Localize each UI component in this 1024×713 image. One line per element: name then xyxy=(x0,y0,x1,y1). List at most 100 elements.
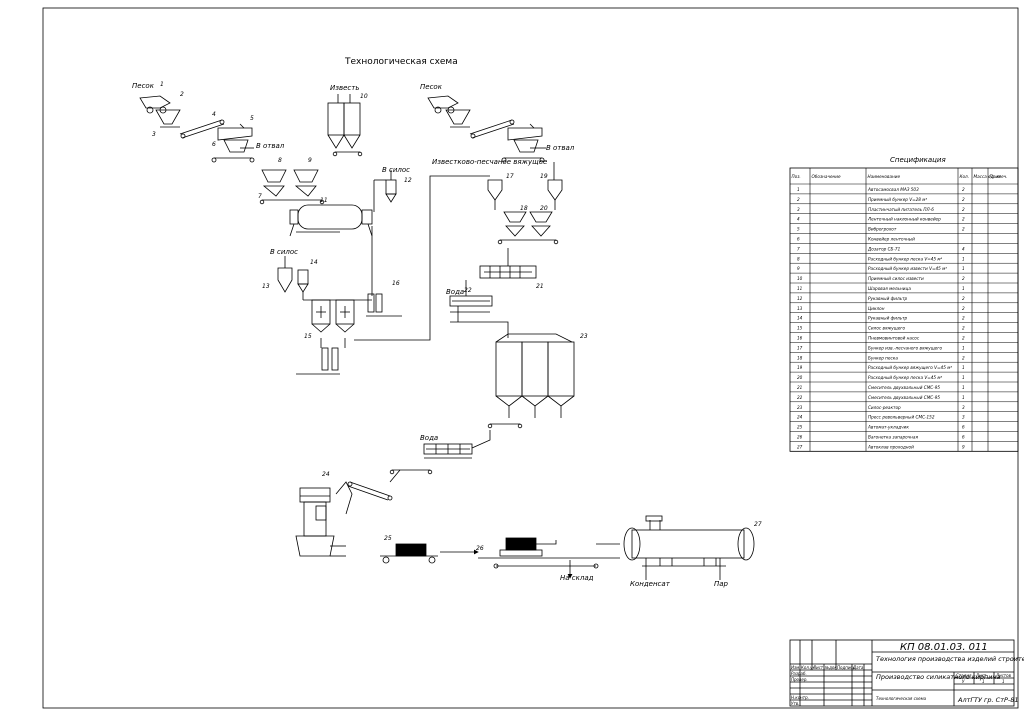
spec-cell-name: Бункер песка xyxy=(868,355,898,360)
spec-header: Примеч. xyxy=(990,174,1008,179)
spec-cell-pos: 22 xyxy=(797,395,803,400)
vibroscreen-left xyxy=(217,127,253,141)
svg-text:В отвал: В отвал xyxy=(546,144,575,152)
process-lines xyxy=(139,94,755,580)
spec-cell-pos: 20 xyxy=(797,375,803,380)
spec-cell-qty: 4 xyxy=(962,246,965,251)
sand-bunker-19 xyxy=(547,179,563,201)
spec-cell-name: Виброгрохот xyxy=(868,227,897,232)
svg-text:АлтГТУ гр. СтР-81: АлтГТУ гр. СтР-81 xyxy=(957,696,1019,704)
svg-text:22: 22 xyxy=(464,287,472,294)
spec-cell-name: Приемный бункер V=28 м³ xyxy=(868,197,927,202)
svg-text:20: 20 xyxy=(540,205,548,212)
svg-text:10: 10 xyxy=(360,93,368,100)
svg-text:15: 15 xyxy=(304,333,312,340)
ball-mill xyxy=(289,204,373,237)
spec-cell-name: Силос-реактор xyxy=(868,405,901,410)
spec-cell-pos: 13 xyxy=(797,306,803,311)
svg-text:24: 24 xyxy=(322,471,330,478)
binder-bunker-17 xyxy=(487,179,503,201)
spec-cell-qty: 2 xyxy=(962,276,965,281)
spec-cell-pos: 10 xyxy=(797,276,803,281)
spec-cell-pos: 25 xyxy=(797,425,803,430)
spec-cell-name: Автомат-укладчик xyxy=(867,425,909,430)
spec-cell-qty: 2 xyxy=(962,296,965,301)
spec-cell-name: Силос вяжущего xyxy=(868,326,905,331)
lime-silos xyxy=(327,94,363,157)
spec-cell-pos: 5 xyxy=(797,227,800,232)
spec-cell-qty: 2 xyxy=(962,227,965,232)
spec-cell-pos: 21 xyxy=(797,385,803,390)
drawing-title: Технологическая схема xyxy=(344,57,458,67)
svg-text:19: 19 xyxy=(540,173,548,180)
lime-bunker-9 xyxy=(293,169,319,183)
spec-cell-pos: 14 xyxy=(797,316,803,321)
svg-text:Известково-песчаное вяжущее: Известково-песчаное вяжущее xyxy=(432,158,547,166)
spec-header: Поз. xyxy=(792,174,801,179)
brick-stack-25 xyxy=(395,543,427,557)
svg-text:Лист: Лист xyxy=(812,665,824,670)
svg-text:Производство силикатного кирпи: Производство силикатного кирпича xyxy=(876,673,1000,681)
spec-cell-name: Дозатор СБ-71 xyxy=(867,246,901,251)
spec-cell-pos: 4 xyxy=(797,217,800,222)
svg-text:Дата: Дата xyxy=(852,665,864,670)
spec-cell-qty: 1 xyxy=(962,385,965,390)
spec-cell-name: Автосамосвал МАЗ 503 xyxy=(867,187,919,192)
svg-text:1: 1 xyxy=(160,81,164,88)
spec-cell-qty: 1 xyxy=(962,286,965,291)
svg-text:Конденсат: Конденсат xyxy=(630,580,671,588)
spec-cell-qty: 2 xyxy=(962,197,965,202)
svg-text:Листов: Листов xyxy=(995,673,1012,678)
spec-cell-qty: 1 xyxy=(962,256,965,261)
spec-cell-qty: 9 xyxy=(962,444,965,449)
svg-text:Утв.: Утв. xyxy=(791,701,799,706)
revolver-press xyxy=(295,481,353,557)
svg-text:Известь: Известь xyxy=(330,84,359,92)
svg-text:Песок: Песок xyxy=(420,83,443,91)
spec-cell-qty: 3 xyxy=(962,415,965,420)
spec-cell-name: Пластинчатый питатель ПЛ-6 xyxy=(868,207,934,212)
spec-cell-pos: 18 xyxy=(797,355,803,360)
svg-text:№док.: №док. xyxy=(824,665,838,670)
spec-cell-qty: 1 xyxy=(962,395,965,400)
title-block-text: КП 08.01.03. 011 Технология производства… xyxy=(791,642,1024,706)
pneumo-pump-16a xyxy=(367,293,375,313)
mixer-21 xyxy=(479,248,537,279)
spec-header: Наименование xyxy=(868,174,901,179)
spec-cell-name: Расходный бункер извести V=45 м³ xyxy=(868,266,947,271)
filter-14 xyxy=(297,269,309,285)
svg-text:Пар: Пар xyxy=(714,580,729,588)
spec-header: Обозначение xyxy=(812,174,841,179)
spec-cell-pos: 26 xyxy=(797,435,803,440)
svg-text:В силос: В силос xyxy=(382,166,410,174)
spec-cell-name: Рукавный фильтр xyxy=(868,296,908,301)
spec-cell-pos: 19 xyxy=(797,365,803,370)
spec-cell-name: Вагонетка запарочная xyxy=(868,435,918,440)
svg-text:Вода: Вода xyxy=(420,434,438,442)
svg-text:1: 1 xyxy=(982,679,985,684)
spec-cell-name: Бункер изв.-песчаного вяжущего xyxy=(868,345,942,350)
spec-cell-pos: 9 xyxy=(797,266,800,271)
spec-cell-name: Приемный силос извести xyxy=(868,276,924,281)
svg-text:9: 9 xyxy=(308,157,312,164)
svg-text:5: 5 xyxy=(250,115,254,122)
svg-text:7: 7 xyxy=(258,193,262,200)
svg-text:3: 3 xyxy=(152,131,156,138)
svg-text:26: 26 xyxy=(476,545,484,552)
svg-text:17: 17 xyxy=(506,173,514,180)
spec-cell-name: Расходный бункер песка V=45 м³ xyxy=(868,375,943,380)
svg-text:14: 14 xyxy=(310,259,318,266)
spec-cell-name: Рукавный фильтр xyxy=(868,316,908,321)
spec-cell-pos: 15 xyxy=(797,326,803,331)
spec-title: Спецификация xyxy=(890,156,946,164)
svg-text:В отвал: В отвал xyxy=(256,142,285,150)
binder-silos xyxy=(311,299,355,333)
spec-cell-qty: 6 xyxy=(962,425,965,430)
receiving-bunker-right xyxy=(445,109,471,125)
svg-text:Кол.уч: Кол.уч xyxy=(801,665,815,670)
spec-cell-name: Циклон xyxy=(868,306,885,311)
receiving-bunker-left xyxy=(155,109,181,125)
vibroscreen-right xyxy=(507,127,543,141)
svg-text:21: 21 xyxy=(536,283,544,290)
